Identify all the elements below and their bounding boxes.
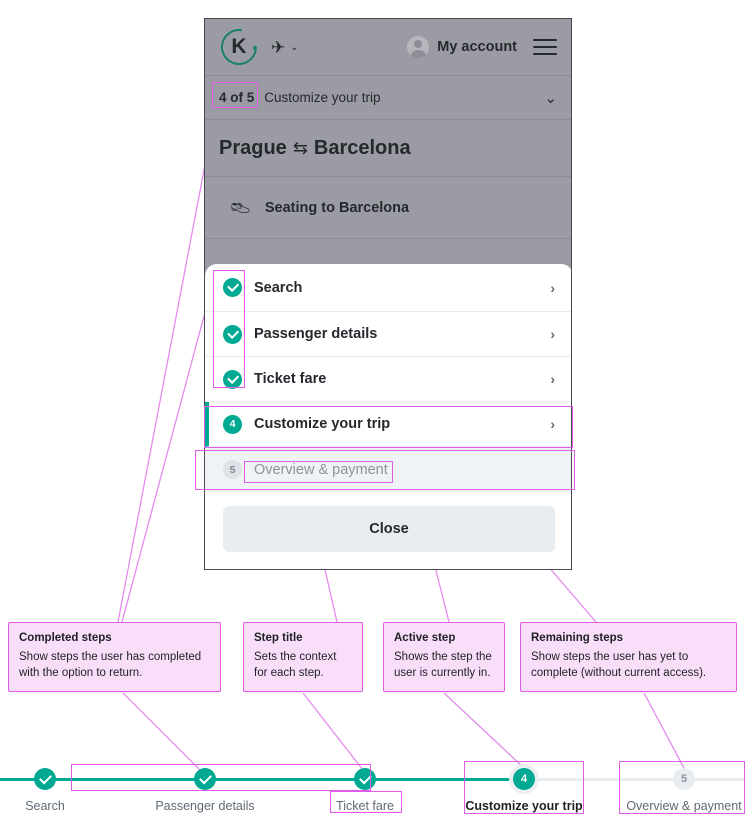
annotation-completed-steps: Completed steps Show steps the user has … bbox=[8, 622, 221, 692]
route-origin: Prague bbox=[219, 136, 287, 159]
stepper-node-overview-payment: 5 Overview & payment bbox=[609, 750, 745, 813]
annotation-active-step: Active step Shows the step the user is c… bbox=[383, 622, 505, 692]
route-destination: Barcelona bbox=[313, 136, 411, 159]
sheet-footer: Close bbox=[205, 492, 571, 552]
chevron-right-icon: › bbox=[550, 326, 555, 342]
stepper-label: Overview & payment bbox=[626, 799, 742, 813]
stepper-label: Ticket fare bbox=[336, 799, 394, 813]
check-icon bbox=[354, 768, 376, 790]
step-label: Search bbox=[254, 279, 303, 296]
step-number-badge: 4 bbox=[223, 414, 242, 434]
chevron-down-icon[interactable]: ⌄ bbox=[544, 89, 557, 107]
annotation-title: Remaining steps bbox=[531, 632, 624, 644]
account-label: My account bbox=[437, 39, 517, 55]
step-row-ticket-fare[interactable]: Ticket fare › bbox=[205, 357, 571, 402]
route-header: Prague ⇆ Barcelona bbox=[205, 120, 571, 177]
step-label: Overview & payment bbox=[254, 461, 388, 478]
step-number-badge: 4 bbox=[513, 768, 535, 790]
burger-line bbox=[533, 45, 557, 49]
burger-line bbox=[533, 52, 557, 56]
top-navigation: K ✈ ⌄ My account bbox=[205, 19, 571, 76]
steps-list: Search › Passenger details › Ticket fare… bbox=[205, 264, 571, 492]
annotation-body: Shows the step the user is currently in. bbox=[394, 650, 492, 679]
annotation-title: Completed steps bbox=[19, 632, 112, 644]
step-number-badge: 5 bbox=[223, 460, 242, 479]
stepper-label: Customize your trip bbox=[465, 799, 583, 813]
stepper-track-progress bbox=[0, 778, 524, 781]
plane-icon: ✈ bbox=[271, 37, 286, 57]
steps-bottom-sheet: Search › Passenger details › Ticket fare… bbox=[205, 264, 571, 569]
check-icon bbox=[223, 369, 242, 389]
stepper-node-customize-your-trip[interactable]: 4 Customize your trip bbox=[449, 750, 599, 813]
check-icon bbox=[223, 324, 242, 344]
horizontal-stepper: Search Passenger details Ticket fare 4 C… bbox=[0, 750, 745, 837]
step-row-passenger-details[interactable]: Passenger details › bbox=[205, 312, 571, 357]
step-row-search[interactable]: Search › bbox=[205, 264, 571, 312]
stepper-node-ticket-fare[interactable]: Ticket fare bbox=[290, 750, 440, 813]
chevron-right-icon: › bbox=[550, 371, 555, 387]
progress-summary-bar[interactable]: 4 of 5 Customize your trip ⌄ bbox=[205, 76, 571, 120]
transport-mode-selector[interactable]: ✈ ⌄ bbox=[271, 39, 299, 56]
stepper-label: Passenger details bbox=[155, 799, 255, 813]
step-label: Customize your trip bbox=[254, 416, 391, 432]
account-button[interactable]: My account bbox=[407, 36, 517, 58]
kiwi-logo-icon[interactable]: K bbox=[213, 21, 265, 73]
step-label: Ticket fare bbox=[254, 371, 327, 387]
step-row-customize-your-trip[interactable]: 4 Customize your trip › bbox=[205, 402, 571, 447]
progress-count: 4 of 5 bbox=[219, 90, 255, 105]
stepper-label: Search bbox=[25, 799, 65, 813]
step-row-overview-payment: 5 Overview & payment bbox=[205, 447, 571, 492]
route-swap-icon: ⇆ bbox=[292, 137, 308, 158]
chevron-right-icon: › bbox=[550, 279, 555, 296]
annotation-title: Active step bbox=[394, 632, 456, 644]
logo-letter: K bbox=[231, 35, 247, 58]
step-label: Passenger details bbox=[254, 326, 378, 342]
check-icon bbox=[34, 768, 56, 790]
burger-line bbox=[533, 38, 557, 42]
annotation-body: Show steps the user has yet to complete … bbox=[531, 650, 707, 679]
progress-title: Customize your trip bbox=[264, 90, 381, 105]
annotation-body: Show steps the user has completed with t… bbox=[19, 650, 202, 679]
check-icon bbox=[194, 768, 216, 790]
logo-dot bbox=[253, 46, 257, 50]
chevron-down-icon: ⌄ bbox=[290, 41, 299, 53]
avatar-icon bbox=[407, 36, 430, 58]
stepper-node-passenger-details[interactable]: Passenger details bbox=[130, 750, 280, 813]
app-mockup: K ✈ ⌄ My account 4 of 5 Customize your t… bbox=[204, 18, 572, 570]
annotation-title: Step title bbox=[254, 632, 303, 644]
annotation-body: Sets the context for each step. bbox=[254, 650, 337, 679]
hamburger-menu-icon[interactable] bbox=[533, 38, 557, 56]
step-number-badge: 5 bbox=[673, 768, 695, 790]
annotation-step-title: Step title Sets the context for each ste… bbox=[243, 622, 363, 692]
seat-icon: 👞︎ bbox=[229, 197, 252, 218]
check-icon bbox=[223, 278, 242, 297]
close-button[interactable]: Close bbox=[223, 506, 555, 552]
annotation-remaining-steps: Remaining steps Show steps the user has … bbox=[520, 622, 737, 692]
seating-section-header: 👞︎ Seating to Barcelona bbox=[205, 177, 571, 239]
chevron-right-icon: › bbox=[550, 416, 555, 432]
seating-label: Seating to Barcelona bbox=[264, 199, 410, 216]
stepper-node-search[interactable]: Search bbox=[0, 750, 120, 813]
